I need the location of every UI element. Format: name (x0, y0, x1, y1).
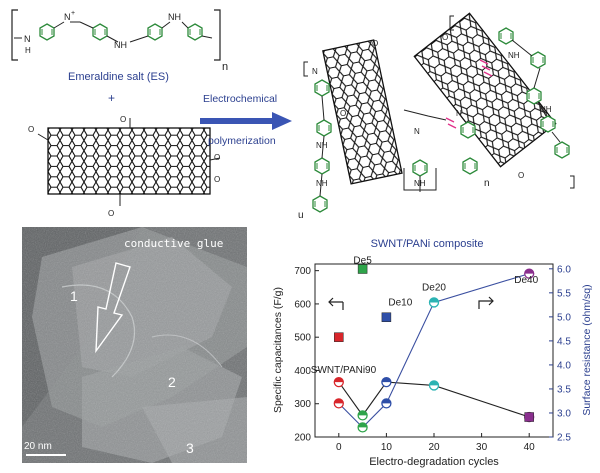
chart-series (338, 273, 530, 429)
region-label-2: 2 (168, 374, 176, 390)
x-tick-label: 20 (428, 442, 440, 453)
circle-marker-fill (429, 380, 439, 386)
atom-o-minus-5: O (108, 209, 114, 218)
y-right-tick-label: 3.5 (557, 384, 571, 395)
plus-sign: + (108, 91, 115, 105)
chart-axes: 0 10 20 30 40 200 300 400 500 600 700 2.5 3.0 3.5 4.0 4… (294, 264, 571, 453)
product-o-minus-4: O (518, 171, 524, 180)
atom-n-plus: N (64, 12, 71, 22)
y-right-tick-label: 6.0 (557, 264, 571, 275)
region-label-3: 3 (186, 440, 194, 456)
y-right-tick-label: 4.0 (557, 360, 571, 371)
glue-annotation: conductive glue (124, 237, 223, 250)
y-right-tick-label: 2.5 (557, 433, 571, 444)
atom-o-minus-2: O (120, 115, 126, 124)
square-marker (381, 312, 392, 322)
point-label: De10 (388, 298, 412, 309)
product-nh-4: NH (508, 51, 520, 60)
point-label: SWNT/PANi90 (311, 365, 377, 376)
y-right-tick-label: 5.5 (557, 288, 571, 299)
product-nh-2: NH (316, 179, 328, 188)
x-tick-label: 30 (476, 442, 488, 453)
tem-micrograph: conductive glue 1 2 3 20 nm (22, 227, 247, 463)
nanotube-sheet: O O O O O (28, 115, 220, 218)
square-marker (357, 264, 368, 274)
point-label: De40 (514, 275, 538, 286)
y-left-tick-label: 200 (294, 433, 311, 444)
product-nh-5: NH (540, 105, 552, 114)
region-label-1: 1 (70, 288, 78, 304)
circle-marker-fill (358, 410, 368, 416)
arrow-label-line1: Electrochemical (203, 93, 277, 105)
circle-marker-fill (358, 422, 368, 428)
repeat-subscript: n (222, 61, 228, 73)
y-left-tick-label: 600 (294, 299, 311, 310)
y-left-tick-label: 300 (294, 399, 311, 410)
circle-marker-fill (381, 377, 391, 383)
svg-text:+: + (71, 10, 75, 17)
product-o-minus-3: O (442, 33, 448, 42)
product-n-2: N (414, 127, 420, 136)
product-nh-1: NH (316, 141, 328, 150)
product-nh-3: NH (414, 179, 426, 188)
atom-nh-1: NH (114, 40, 127, 50)
chart-title: SWNT/PANi composite (371, 238, 484, 250)
circle-marker-fill (429, 297, 439, 303)
left-axis-arrow (328, 297, 344, 310)
y-left-tick-label: 700 (294, 266, 311, 277)
atom-nh-2: NH (168, 12, 181, 22)
y-right-tick-label: 4.5 (557, 336, 571, 347)
product-n-plus-3: N (456, 109, 462, 118)
y-axis-right-title: Surface resistance (ohm/sq) (581, 284, 593, 415)
circle-marker-fill (334, 377, 344, 383)
square-marker (524, 412, 534, 422)
product-n-label: n (484, 178, 490, 189)
composite-product-structure: N NH NH NH N N NH NH O O O O (303, 12, 575, 213)
square-marker (334, 332, 344, 342)
capacitance-resistance-chart: SWNT/PANi composite 0 10 20 30 40 200 300 400 50… (272, 238, 593, 468)
y-right-tick-label: 3.0 (557, 408, 571, 419)
point-label: De20 (422, 282, 446, 293)
atom-o-minus-1: O (28, 125, 34, 134)
series-line-right (338, 273, 530, 429)
scale-bar-label: 20 nm (24, 441, 52, 452)
product-u-label: u (298, 210, 304, 221)
atom-o-minus-3: O (214, 153, 220, 162)
point-label: De5 (353, 255, 372, 266)
y-left-tick-label: 500 (294, 333, 311, 344)
product-n-plus-1: N (312, 67, 318, 76)
circle-marker-fill (524, 269, 534, 274)
x-tick-label: 0 (336, 442, 342, 453)
product-o-minus-2: O (340, 109, 346, 118)
circle-marker-fill (381, 398, 391, 404)
glue-arrow (95, 262, 131, 354)
y-left-tick-label: 400 (294, 366, 311, 377)
reaction-arrow (200, 112, 292, 130)
y-axis-left-title: Specific capacitances (F/g) (272, 287, 284, 413)
x-tick-label: 10 (381, 442, 393, 453)
emeraldine-salt-structure: N + N H NH NH (11, 9, 221, 61)
x-tick-label: 40 (524, 442, 536, 453)
y-right-tick-label: 5.0 (557, 312, 571, 323)
x-axis-title: Electro-degradation cycles (369, 456, 499, 468)
product-o-minus-1: O (372, 39, 378, 48)
atom-h: H (25, 46, 31, 55)
atom-o-minus-4: O (214, 175, 220, 184)
right-axis-arrow (478, 296, 494, 309)
circle-marker-fill (334, 398, 344, 404)
monomer-label: Emeraldine salt (ES) (68, 71, 169, 83)
arrow-label-line2: polymerization (208, 135, 276, 147)
atom-n-plus-left: N (24, 34, 31, 44)
